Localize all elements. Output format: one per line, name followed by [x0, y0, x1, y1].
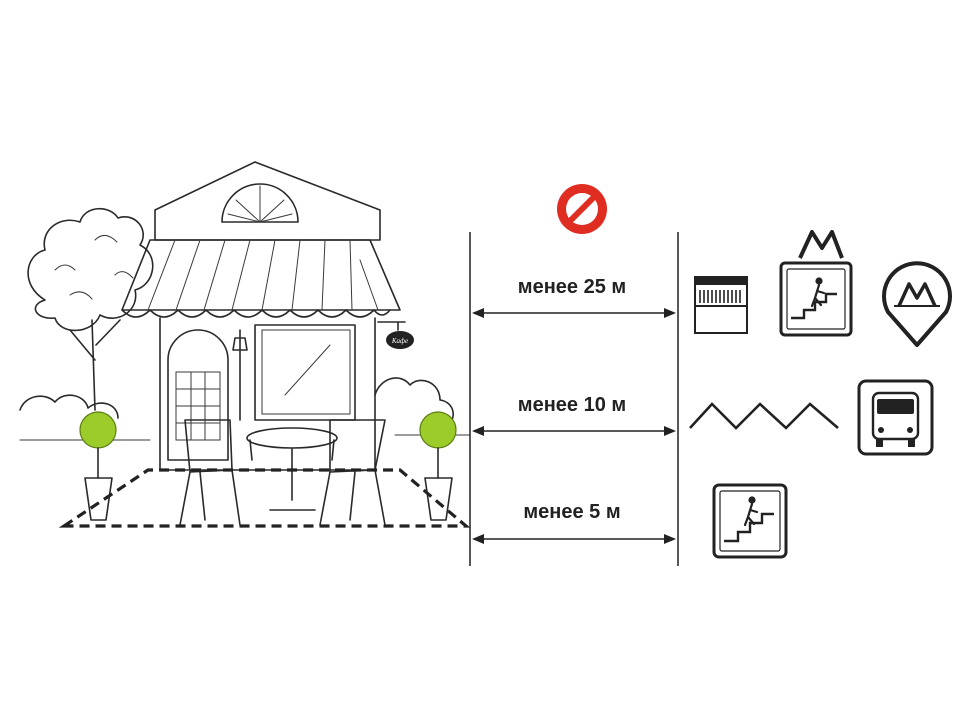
metro-station-icon — [882, 261, 952, 347]
terrace-chair-left — [179, 419, 241, 526]
distance-label-5m: менее 5 м — [523, 501, 620, 523]
no-entry-icon — [557, 184, 607, 234]
potted-plant-left — [79, 411, 117, 521]
ventilation-grille-icon — [694, 276, 748, 334]
background-tree-left — [27, 207, 154, 411]
terrace-table — [246, 427, 338, 511]
svg-text:Кафе: Кафе — [391, 337, 408, 345]
cafe-illustration: Кафе — [19, 161, 471, 528]
metro-exit-stairs-icon — [779, 230, 853, 337]
terrace-boundary — [58, 468, 471, 528]
distance-label-25m: менее 25 м — [518, 276, 626, 298]
underground-passage-icon — [712, 483, 788, 559]
cafe-building: Кафе — [121, 161, 414, 471]
distance-rules: менее 25 м менее 10 м менее 5 м — [469, 232, 679, 566]
distance-label-10m: менее 10 м — [518, 394, 626, 416]
railway-track-icon — [689, 402, 839, 430]
potted-plant-right — [419, 411, 457, 521]
bus-stop-icon — [857, 379, 934, 456]
